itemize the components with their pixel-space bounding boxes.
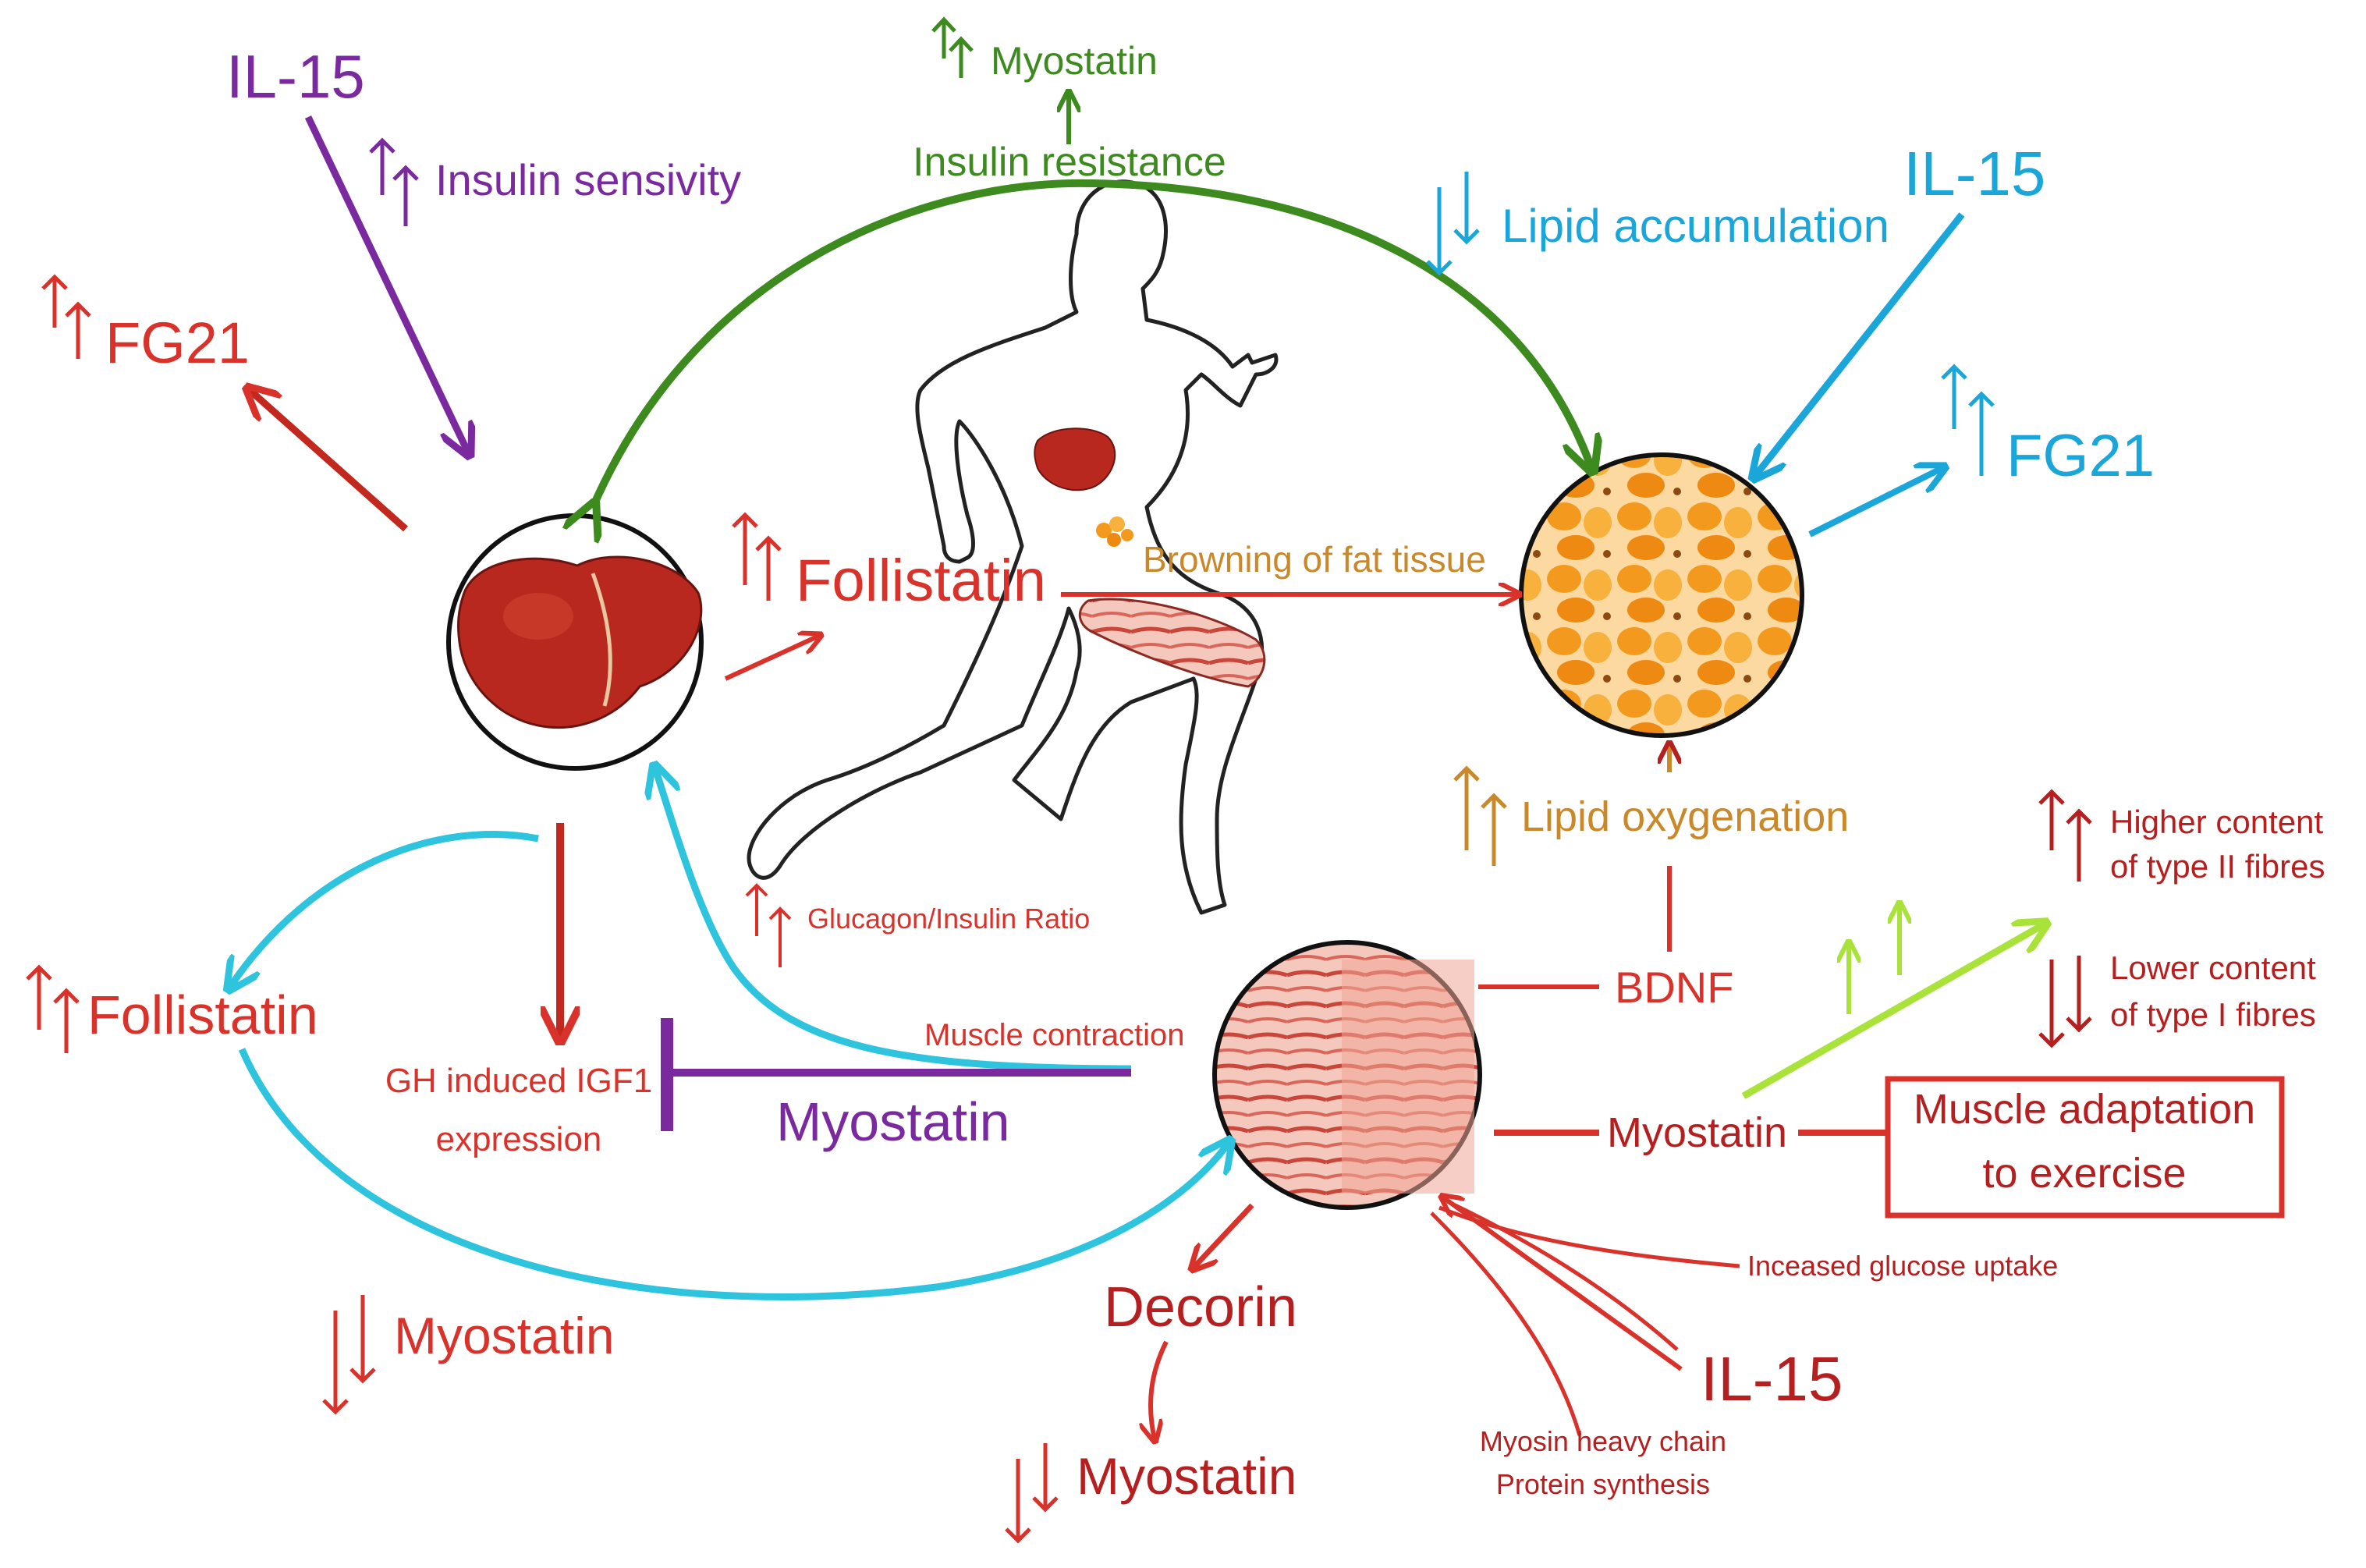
arrow-down-double-icon (322, 1295, 376, 1415)
il15-to-fat-arrow (1755, 212, 1965, 476)
decorin-label: Decorin (1104, 1276, 1297, 1339)
follistatin-to-muscle-arrow (238, 1048, 1229, 1300)
fibre-content-arrow (1741, 924, 2044, 1099)
myosin-label-2: Protein synthesis (1496, 1468, 1710, 1500)
runner-liver-icon (1034, 427, 1116, 491)
bdnf-label: BDNF (1615, 963, 1733, 1012)
higher-content-label-2: of type II fibres (2110, 848, 2325, 885)
muscle-adaptation-label: Muscle adaptation (1914, 1086, 2255, 1133)
muscle-adaptation-label-2: to exercise (1982, 1150, 2186, 1197)
runner-thigh-muscle-icon (1078, 598, 1266, 688)
myosin-label: Myosin heavy chain (1480, 1425, 1726, 1457)
fg21-left-label: FG21 (105, 310, 250, 375)
myosin-to-muscle-arrow (1430, 1211, 1582, 1436)
liver-circle (446, 513, 704, 771)
arrow-up-double-icon (931, 16, 974, 78)
muscle-to-decorin-arrow (1194, 1203, 1254, 1268)
arrow-up-double-icon (1941, 364, 1995, 476)
arrow-down-double-icon (1005, 1443, 1059, 1544)
il15-extra-arrow (1445, 1199, 1679, 1351)
liver-to-follistatin-left-arrow (230, 831, 539, 987)
il15-to-liver-arrow (304, 115, 468, 452)
higher-content-label: Higher content (2110, 804, 2323, 840)
arrow-up-double-icon (369, 137, 419, 226)
insulin-sensivity-label: Insulin sensivity (435, 155, 741, 204)
browning-fat-label: Browning of fat tissue (1143, 539, 1486, 580)
muscle-to-liver-arrow (655, 768, 1132, 1073)
muscle-contraction-label: Muscle contraction (924, 1018, 1184, 1052)
lower-content-label: Lower content (2110, 949, 2316, 986)
arrow-up-double-icon (41, 274, 91, 359)
gh-igf1-label: GH induced IGF1 (385, 1062, 652, 1100)
muscle-adaptation-box (1885, 1076, 2285, 1219)
arrow-up-double-icon (1453, 765, 1507, 866)
fg21-right-label: FG21 (2006, 423, 2155, 489)
myostatin-lower-left-label: Myostatin (394, 1307, 614, 1364)
myostatin-purple-label: Myostatin (776, 1091, 1010, 1152)
arrow-down-double-icon (2038, 956, 2092, 1048)
il15-topleft-label: IL-15 (226, 42, 365, 111)
liver-to-fg21-arrow (250, 390, 408, 532)
lipid-oxygenation-label: Lipid oxygenation (1521, 793, 1849, 840)
insulin-resistance-arc (593, 179, 1591, 507)
liver-to-follistatin-arrow (724, 636, 819, 681)
glucagon-ratio-label: Glucagon/Insulin Ratio (807, 903, 1090, 935)
arrow-down-double-icon (1426, 172, 1480, 276)
myostatin-right-label: Myostatin (1607, 1109, 1787, 1156)
arrow-up-double-icon (732, 512, 782, 601)
il15-topright-label: IL-15 (1903, 139, 2045, 208)
muscle-tissue-icon (1342, 960, 1474, 1194)
myostatin-top-label: Myostatin (991, 39, 1158, 83)
il15-bottom-label: IL-15 (1701, 1344, 1843, 1414)
arrow-up-double-icon (2038, 789, 2092, 882)
runner-fat-icon (1096, 516, 1133, 547)
glucose-uptake-label: Inceased glucose uptake (1747, 1250, 2058, 1282)
arrow-up-double-icon (26, 964, 80, 1053)
myostatin-bottom-label: Myostatin (1077, 1447, 1297, 1505)
muscle-tissue-circle (1212, 940, 1482, 1210)
lipid-accumulation-label: Lipid accumulation (1502, 200, 1889, 252)
fat-to-fg21-arrow (1808, 468, 1942, 537)
follistatin-left-label: Follistatin (87, 984, 318, 1045)
follistatin-center-label: Follistatin (796, 548, 1046, 614)
insulin-resistance-label: Insulin resistance (913, 140, 1226, 185)
glucose-uptake-arrow (1438, 1205, 1740, 1268)
lower-content-label-2: of type I fibres (2110, 996, 2316, 1033)
decorin-to-myostatin-arrow (1151, 1340, 1169, 1439)
arrow-up-double-icon (745, 883, 792, 967)
fat-tissue-circle (1519, 452, 1804, 738)
il15-to-muscle-arrow (1443, 1197, 1683, 1371)
gh-igf1-label-2: expression (436, 1120, 602, 1158)
